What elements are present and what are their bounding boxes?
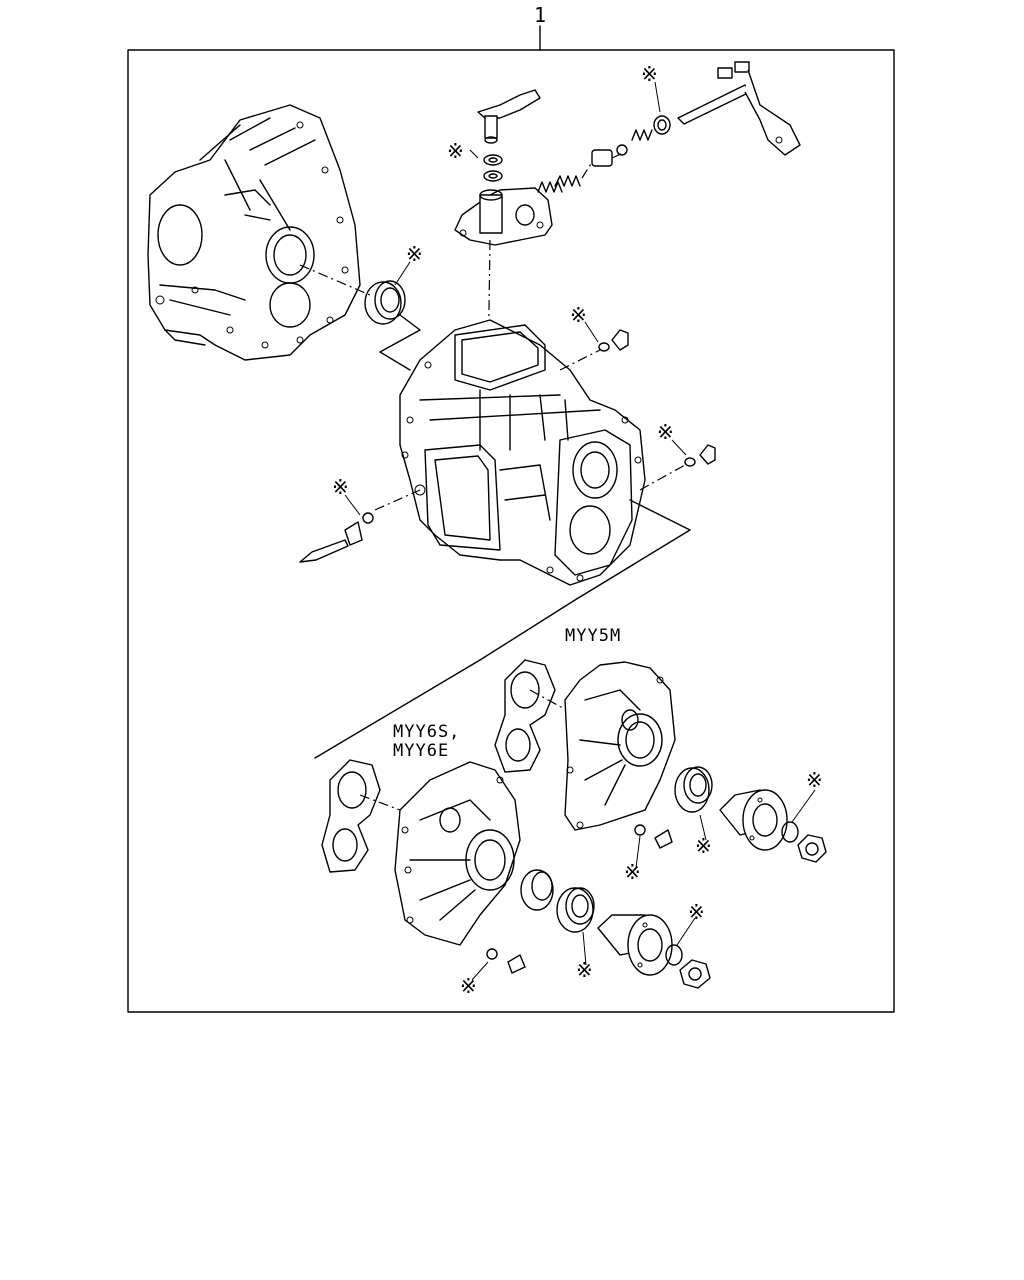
asterisk-mark: ※ xyxy=(576,958,593,982)
asterisk-mark: ※ xyxy=(806,768,823,792)
case-bolt-top xyxy=(598,329,629,352)
asterisk-mark: ※ xyxy=(688,900,705,924)
asterisk-mark: ※ xyxy=(406,242,423,266)
clutch-housing xyxy=(147,104,361,361)
myy5m-flange-nut xyxy=(797,834,827,863)
myy6-bolt xyxy=(486,948,526,974)
case-bolt-right xyxy=(684,444,716,467)
myy6-bearing-sleeve xyxy=(520,869,554,911)
asterisk-mark: ※ xyxy=(641,62,658,86)
myy5m-gasket xyxy=(494,659,556,773)
myy6-gasket xyxy=(321,759,381,873)
myy5m-o-ring xyxy=(781,821,799,843)
shift-lever-mechanism xyxy=(454,61,801,246)
input-seal xyxy=(364,280,406,325)
variant-label-myy6e: MYY6E xyxy=(393,741,450,761)
asterisk-mark: ※ xyxy=(447,139,464,163)
asterisk-mark: ※ xyxy=(657,420,674,444)
diagram-frame xyxy=(127,49,895,1013)
myy6-seal xyxy=(556,887,595,933)
myy6-flange-nut xyxy=(679,959,711,989)
myy5m-bolt xyxy=(634,824,673,849)
callout-number: 1 xyxy=(534,3,548,27)
case-bolt-left xyxy=(299,512,374,563)
myy5m-seal xyxy=(674,766,713,813)
asterisk-mark: ※ xyxy=(332,475,349,499)
myy5m-companion-flange xyxy=(719,789,788,851)
transmission-case xyxy=(399,319,646,586)
asterisk-leaders xyxy=(344,81,816,981)
variant-label-myy5m: MYY5M xyxy=(565,626,622,646)
asterisk-mark: ※ xyxy=(624,860,641,884)
asterisk-mark: ※ xyxy=(695,834,712,858)
myy6-extension-housing xyxy=(394,761,521,946)
asterisk-mark: ※ xyxy=(460,974,477,998)
variant-label-myy6s: MYY6S, xyxy=(393,722,461,742)
myy6-o-ring xyxy=(665,944,683,966)
asterisk-mark: ※ xyxy=(570,303,587,327)
myy5m-extension-housing xyxy=(564,661,676,831)
myy6-companion-flange xyxy=(597,914,673,976)
